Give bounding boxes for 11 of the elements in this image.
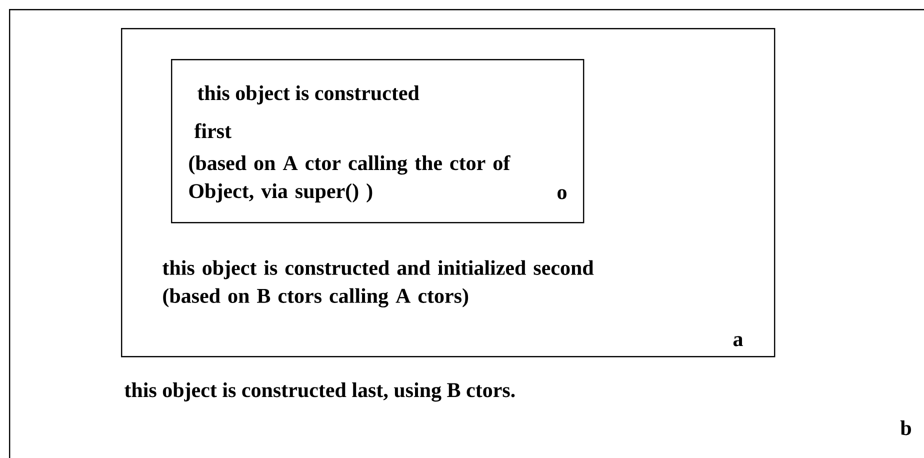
box-caption: first: [194, 123, 232, 138]
box-label: a: [733, 336, 743, 346]
object-box: [9, 9, 924, 458]
box-caption: (based on A ctor calling the ctor of Object, via super() ): [189, 155, 510, 202]
box-label: b: [900, 420, 911, 436]
object-box: [121, 28, 776, 358]
box-caption: this object is constructed: [198, 85, 420, 104]
box-caption: this object is constructed last, using B ctors.: [124, 382, 515, 402]
object-box: [171, 59, 584, 224]
box-label: o: [558, 189, 566, 200]
box-caption: this object is constructed and initialized second (based on B ctors calling A ctors): [162, 260, 594, 308]
